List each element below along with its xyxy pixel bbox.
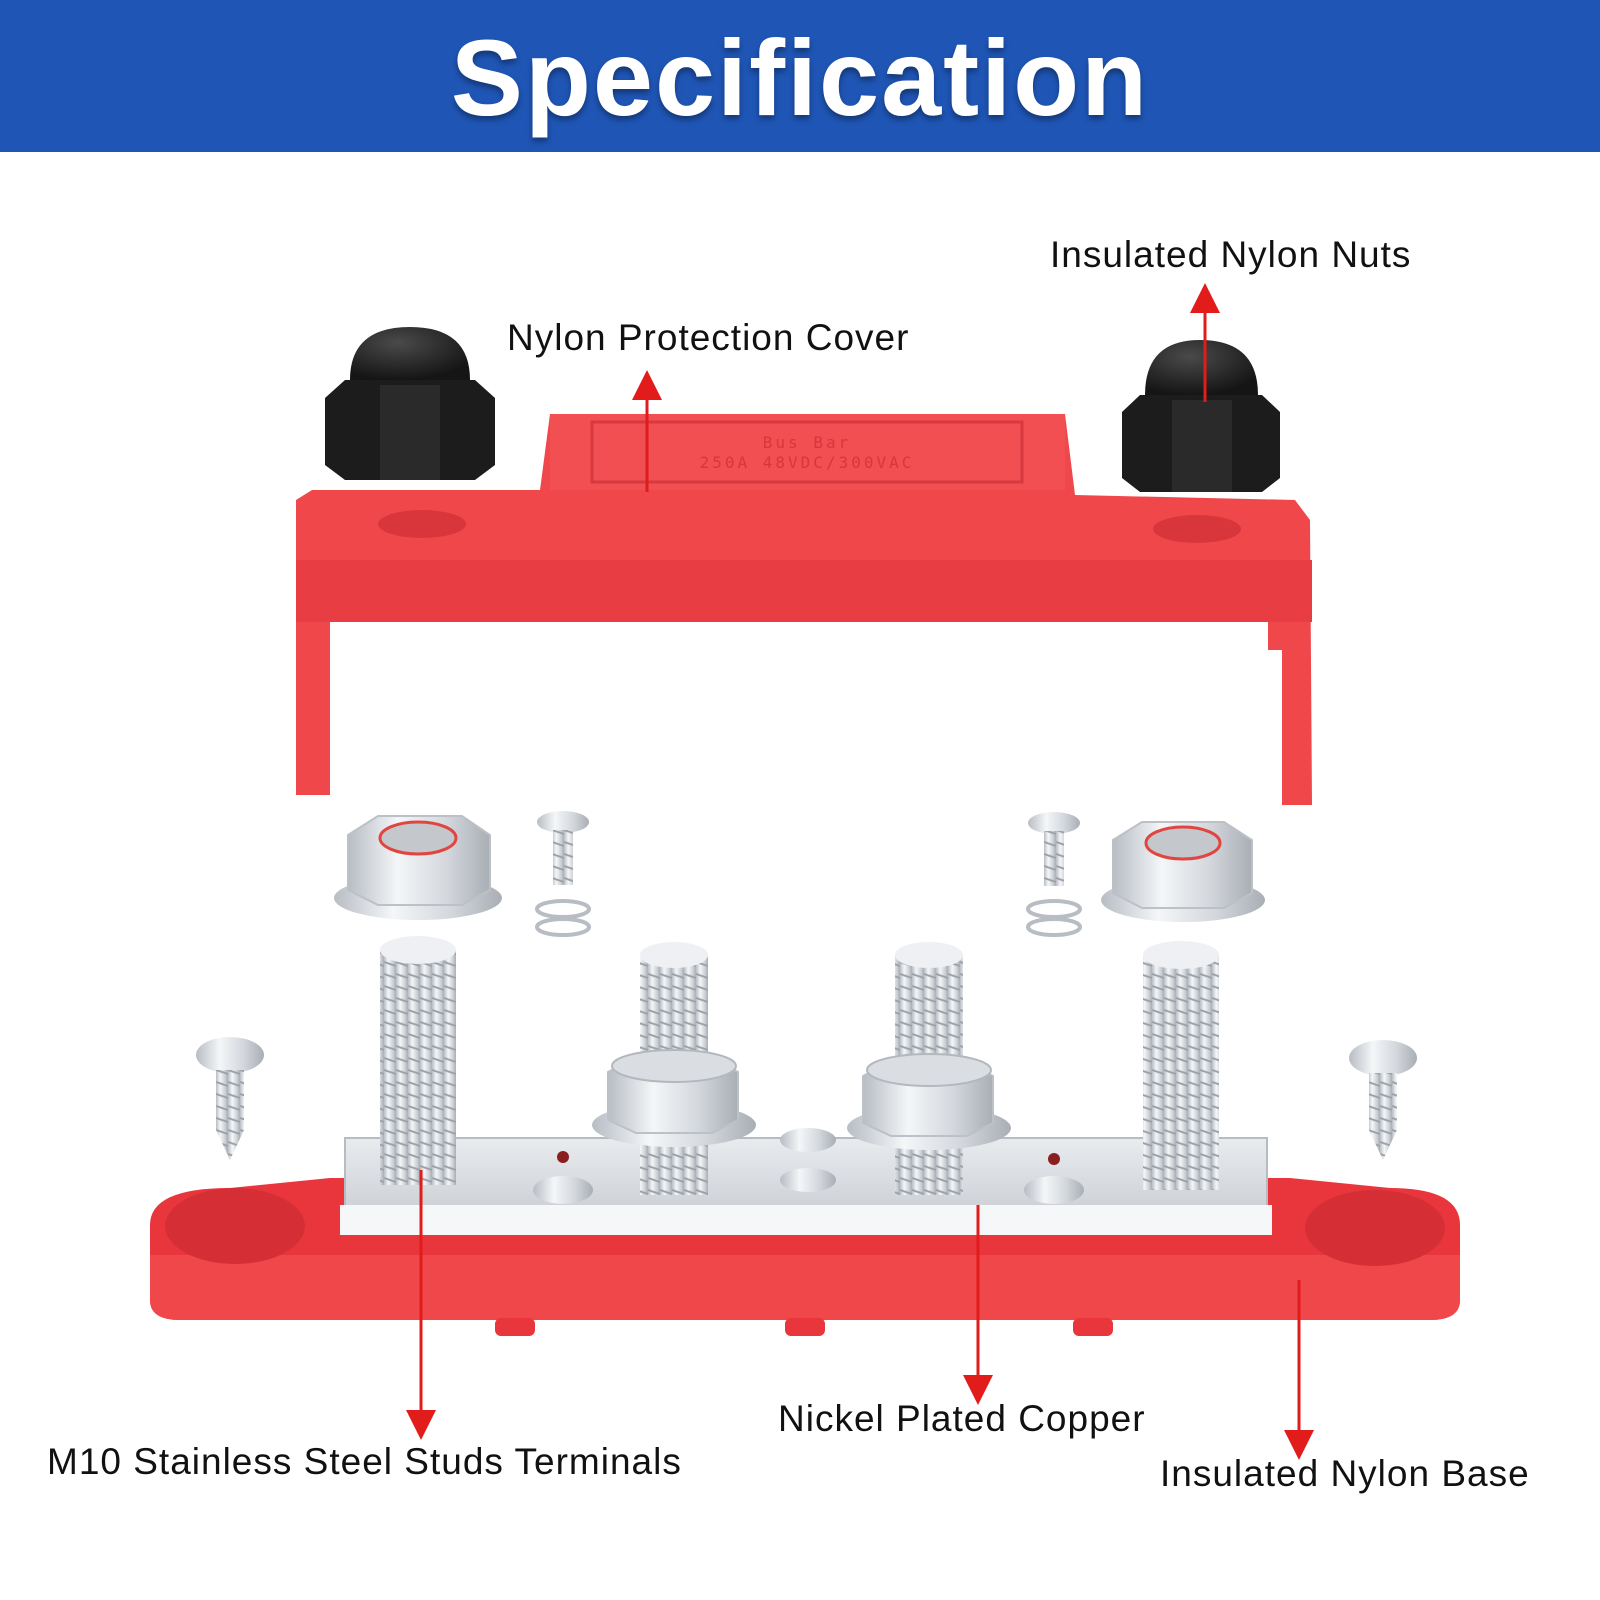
page-title: Specification <box>450 17 1150 138</box>
stud-center-left <box>592 942 756 1195</box>
mounting-screw-right <box>1349 1040 1417 1160</box>
cover-embossing-line1: Bus Bar <box>763 433 851 452</box>
label-insulated-nylon-nuts: Insulated Nylon Nuts <box>1050 234 1412 275</box>
cap-nut-left <box>325 327 495 480</box>
label-insulated-nylon-base: Insulated Nylon Base <box>1160 1453 1530 1494</box>
flange-nut-right <box>1101 821 1265 922</box>
nickel-plated-copper-bar <box>340 1128 1272 1235</box>
label-nickel-plated-copper: Nickel Plated Copper <box>778 1398 1146 1439</box>
small-screw-left <box>535 811 591 937</box>
flange-nut-left <box>334 815 502 920</box>
label-nylon-protection-cover: Nylon Protection Cover <box>507 317 910 358</box>
label-studs-terminals: M10 Stainless Steel Studs Terminals <box>47 1441 682 1482</box>
stud-m10-left <box>380 936 456 1185</box>
header-banner: Specification <box>0 0 1600 152</box>
stud-center-right <box>847 942 1011 1195</box>
stud-m10-right <box>1143 941 1219 1190</box>
mounting-screw-left <box>196 1037 264 1160</box>
cover-embossing-line2: 250A 48VDC/300VAC <box>700 453 915 472</box>
nylon-protection-cover <box>296 414 1312 805</box>
cap-nut-right <box>1122 340 1280 492</box>
small-screw-right <box>1026 812 1082 937</box>
